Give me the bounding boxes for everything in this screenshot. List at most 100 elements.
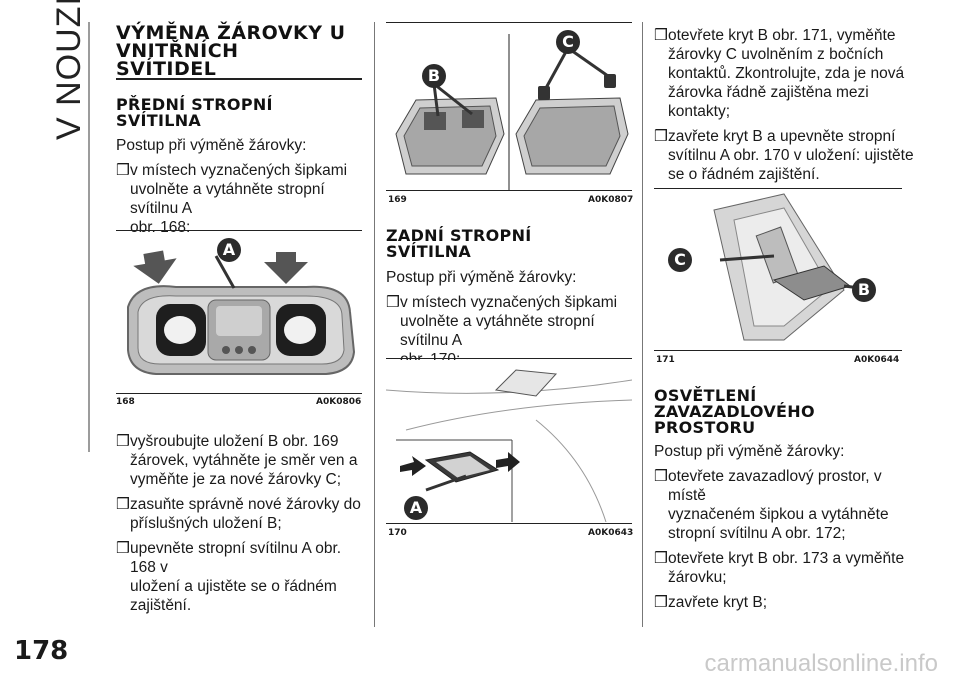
callout-c: C <box>668 248 692 272</box>
bullet-line: žárovku; <box>668 569 727 586</box>
col3-text-bottom: Postup při výměně žárovky: ❒ otevřete za… <box>654 442 916 612</box>
col1-text-top: Postup při výměně žárovky: ❒ v místech v… <box>116 136 366 237</box>
subtitle-line: PŘEDNÍ STROPNÍ <box>116 95 273 114</box>
figure-168-illustration <box>116 232 362 392</box>
title-rule <box>116 78 362 80</box>
checkbox-icon: ❒ <box>116 540 130 557</box>
bullet-line: kontakty; <box>668 103 731 120</box>
checkbox-icon: ❒ <box>654 468 668 485</box>
bullet-line: uvolněte a vytáhněte stropní svítilnu A <box>130 181 325 217</box>
figure-171-illustration <box>654 190 902 350</box>
intro-text: Postup při výměně žárovky: <box>116 137 307 154</box>
figure-top-rule <box>386 358 632 359</box>
bullet-line: vyšroubujte uložení B obr. 169 <box>130 433 339 450</box>
checkbox-icon: ❒ <box>654 550 668 567</box>
bullet-line: otevřete zavazadlový prostor, v místě <box>668 468 882 504</box>
bullet-item: ❒ zavřete kryt B a upevněte stropní svít… <box>654 127 916 184</box>
intro-text: Postup při výměně žárovky: <box>386 269 577 286</box>
bullet-line: žárovky C uvolněním z bočních <box>668 46 884 63</box>
callout-b: B <box>422 64 446 88</box>
bullet-line: vyznačeném šipkou a vytáhněte <box>668 506 889 523</box>
figure-top-rule <box>386 22 632 23</box>
callout-b: B <box>852 278 876 302</box>
bullet-line: v místech vyznačených šipkami <box>130 162 348 179</box>
subtitle-line: SVÍTILNA <box>116 111 202 130</box>
subtitle-line: ZAVAZADLOVÉHO <box>654 402 815 421</box>
subtitle-line: OSVĚTLENÍ <box>654 386 757 405</box>
bullet-line: svítilnu A obr. 170 v uložení: ujistěte <box>668 147 914 164</box>
figure-top-rule <box>654 188 902 189</box>
subsection-title: OSVĚTLENÍ ZAVAZADLOVÉHO PROSTORU <box>654 388 902 436</box>
figure-code: A0K0644 <box>854 355 900 365</box>
title-line: VNITŘNÍCH <box>116 40 239 62</box>
bullet-line: v místech vyznačených šipkami <box>400 294 618 311</box>
bullet-line: kontaktů. Zkontrolujte, zda je nová <box>668 65 905 82</box>
checkbox-icon: ❒ <box>116 433 130 450</box>
intro-text: Postup při výměně žárovky: <box>654 443 845 460</box>
figure-169-illustration <box>386 24 632 190</box>
bullet-item: ❒ otevřete zavazadlový prostor, v místě … <box>654 467 916 543</box>
title-line: VÝMĚNA ŽÁROVKY U <box>116 22 346 44</box>
section-title: VÝMĚNA ŽÁROVKY U VNITŘNÍCH SVÍTIDEL <box>116 22 362 80</box>
figure-bottom-rule <box>654 350 902 351</box>
checkbox-icon: ❒ <box>116 496 130 513</box>
bullet-item: ❒ zavřete kryt B; <box>654 593 916 612</box>
bullet-line: vyměňte je za nové žárovky C; <box>130 471 342 488</box>
figure-code: A0K0643 <box>588 528 634 538</box>
bullet-line: uložení a ujistěte se o řádném <box>130 578 337 595</box>
bullet-line: zajištění. <box>130 597 192 614</box>
bullet-line: otevřete kryt B obr. 171, vyměňte <box>668 27 896 44</box>
subsection-title: ZADNÍ STROPNÍ SVÍTILNA <box>386 228 632 260</box>
footer-watermark[interactable]: carmanualsonline.info <box>704 650 938 677</box>
checkbox-icon: ❒ <box>654 27 668 44</box>
title-line: SVÍTIDEL <box>116 58 217 80</box>
bullet-line: otevřete kryt B obr. 173 a vyměňte <box>668 550 905 567</box>
checkbox-icon: ❒ <box>116 162 130 179</box>
bullet-line: se o řádném zajištění. <box>668 166 820 183</box>
callout-a: A <box>404 496 428 520</box>
callout-a: A <box>217 238 241 262</box>
column-divider <box>374 22 375 627</box>
figure-code: A0K0806 <box>316 397 362 407</box>
bullet-line: příslušných uložení B; <box>130 515 282 532</box>
bullet-item: ❒ vyšroubujte uložení B obr. 169 žárovek… <box>116 432 366 489</box>
bullet-item: ❒ zasuňte správně nové žárovky do příslu… <box>116 495 366 533</box>
checkbox-icon: ❒ <box>654 594 668 611</box>
bullet-item: ❒ upevněte stropní svítilnu A obr. 168 v… <box>116 539 366 615</box>
subtitle-line: ZADNÍ STROPNÍ <box>386 226 532 245</box>
subtitle-line: PROSTORU <box>654 418 756 437</box>
figure-170-illustration <box>386 360 632 522</box>
bullet-line: upevněte stropní svítilnu A obr. 168 v <box>130 540 342 576</box>
bullet-line: uvolněte a vytáhněte stropní svítilnu A <box>400 313 595 349</box>
col3-text-top: ❒ otevřete kryt B obr. 171, vyměňte žáro… <box>654 26 916 184</box>
page-number: 178 <box>14 636 69 666</box>
figure-number: 171 <box>656 355 675 365</box>
bullet-item: ❒ v místech vyznačených šipkami uvolněte… <box>116 161 366 237</box>
bullet-line: žárovka řádně zajištěna mezi <box>668 84 869 101</box>
figure-bottom-rule <box>116 393 362 394</box>
callout-c: C <box>556 30 580 54</box>
column-divider <box>642 22 643 627</box>
figure-code: A0K0807 <box>588 195 634 205</box>
figure-top-rule <box>116 230 362 231</box>
checkbox-icon: ❒ <box>654 128 668 145</box>
figure-number: 169 <box>388 195 407 205</box>
bullet-line: stropní svítilnu A obr. 172; <box>668 525 846 542</box>
col1-text-bottom: ❒ vyšroubujte uložení B obr. 169 žárovek… <box>116 432 366 615</box>
bullet-item: ❒ otevřete kryt B obr. 173 a vyměňte žár… <box>654 549 916 587</box>
bullet-line: žárovek, vytáhněte je směr ven a <box>130 452 358 469</box>
subtitle-line: SVÍTILNA <box>386 242 472 261</box>
figure-number: 168 <box>116 397 135 407</box>
section-tab: V NOUZI <box>42 0 92 142</box>
bullet-line: zavřete kryt B a upevněte stropní <box>668 128 896 145</box>
bullet-line: obr. 168; <box>130 219 191 236</box>
subsection-title: PŘEDNÍ STROPNÍ SVÍTILNA <box>116 97 362 129</box>
figure-bottom-rule <box>386 523 632 524</box>
figure-bottom-rule <box>386 190 632 191</box>
figure-number: 170 <box>388 528 407 538</box>
section-tab-label: V NOUZI <box>50 0 88 140</box>
bullet-item: ❒ otevřete kryt B obr. 171, vyměňte žáro… <box>654 26 916 121</box>
side-divider <box>88 22 90 452</box>
col2-text: Postup při výměně žárovky: ❒ v místech v… <box>386 268 636 369</box>
bullet-line: zasuňte správně nové žárovky do <box>130 496 361 513</box>
